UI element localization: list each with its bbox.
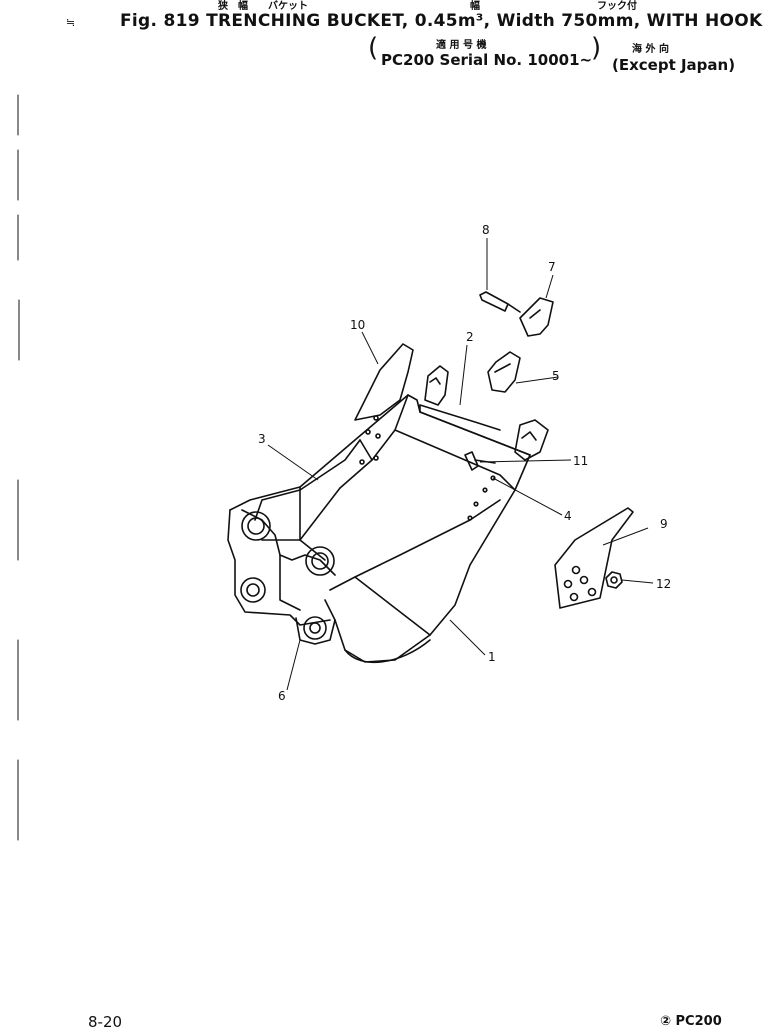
callout-3: 3: [258, 432, 266, 446]
margin-mark: ≒: [66, 16, 76, 29]
figure-title: Fig. 819 TRENCHING BUCKET, 0.45m³, Width…: [120, 11, 763, 31]
callout-7: 7: [548, 260, 556, 274]
serial-number: PC200 Serial No. 10001~: [381, 51, 593, 69]
callout-11: 11: [573, 454, 588, 468]
callout-2: 2: [466, 330, 474, 344]
header-jp-kana-2: 幅: [470, 1, 480, 12]
header-jp-kana-1: 狭 幅 バケット: [218, 1, 308, 12]
model-label: ② PC200: [660, 1014, 722, 1029]
callout-1: 1: [488, 650, 496, 664]
header-jp-overseas: 海 外 向: [632, 44, 669, 55]
paren-left: (: [368, 33, 379, 63]
except-japan: (Except Japan): [612, 56, 736, 74]
callout-9: 9: [660, 517, 668, 531]
paren-right: ): [591, 33, 602, 63]
callout-12: 12: [656, 577, 671, 591]
callout-8: 8: [482, 223, 490, 237]
callout-6: 6: [278, 689, 286, 703]
header-jp-applic: 適 用 号 機: [436, 40, 487, 51]
callout-4: 4: [564, 509, 572, 523]
page-number: 8-20: [88, 1013, 123, 1031]
header-jp-kana-3: フック付: [597, 1, 637, 12]
callout-5: 5: [552, 369, 560, 383]
callout-10: 10: [350, 318, 365, 332]
